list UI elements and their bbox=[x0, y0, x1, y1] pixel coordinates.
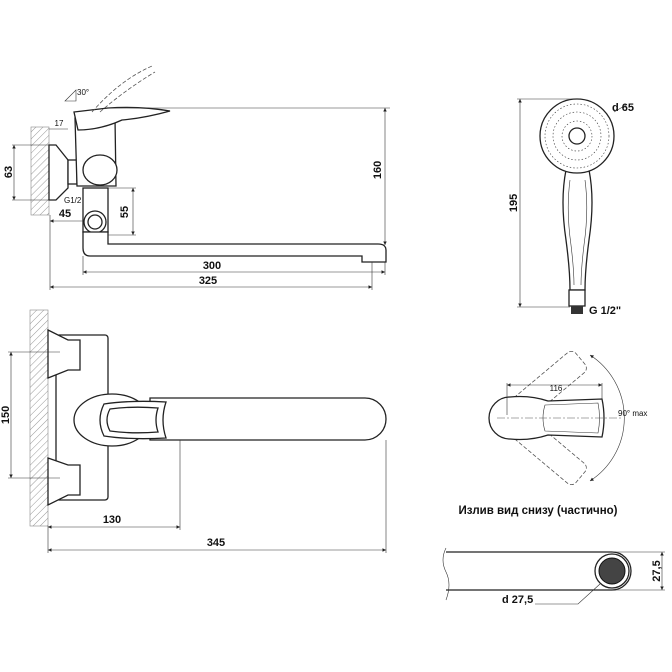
dim-length-195: 195 bbox=[508, 194, 520, 212]
wall-hatch bbox=[29, 309, 49, 527]
dim-height-27-5: 27,5 bbox=[651, 560, 663, 581]
shower-handle-inner bbox=[567, 179, 588, 286]
connector-nut bbox=[67, 159, 78, 185]
shower-handle bbox=[562, 169, 593, 291]
side-knob bbox=[82, 154, 118, 186]
lever-top-view: 116 90° max bbox=[488, 350, 647, 486]
dim-total-345: 345 bbox=[207, 537, 225, 549]
dim-flange-17: 17 bbox=[55, 119, 64, 128]
pipe-joint-inner bbox=[87, 214, 103, 230]
dim-lever-116: 116 bbox=[550, 384, 563, 393]
upper-flange bbox=[47, 328, 81, 379]
aerator-mesh bbox=[598, 557, 626, 585]
spout bbox=[82, 231, 387, 263]
dim-flange-63: 63 bbox=[3, 166, 15, 178]
shower-connector bbox=[568, 289, 586, 307]
shower-head: 195 d 65 G 1/2" bbox=[508, 98, 634, 317]
dim-height-160: 160 bbox=[372, 161, 384, 179]
wall-hatch bbox=[30, 126, 50, 216]
dim-total-325: 325 bbox=[199, 275, 217, 287]
front-view: 150 130 345 bbox=[0, 309, 387, 553]
thread-g12: G1/2 bbox=[64, 196, 82, 205]
shower-thread bbox=[571, 306, 583, 314]
spout-tube bbox=[446, 551, 632, 591]
dim-pipe-55: 55 bbox=[119, 206, 131, 218]
spout-bar bbox=[149, 397, 387, 441]
dim-angle-30: 30° bbox=[77, 88, 89, 97]
rotation-90max: 90° max bbox=[618, 409, 647, 418]
dim-spout-300: 300 bbox=[203, 260, 221, 272]
lower-flange bbox=[47, 457, 81, 507]
wall-flange bbox=[48, 144, 69, 201]
dim-offset-45: 45 bbox=[59, 208, 71, 220]
dim-centers-150: 150 bbox=[0, 406, 12, 424]
lever-handle-inner bbox=[106, 406, 159, 434]
dim-lever-130: 130 bbox=[103, 514, 121, 526]
spout-bottom-view: Излив вид снизу (частично) 27,5 d 27,5 bbox=[442, 505, 665, 606]
dim-diameter-d65: d 65 bbox=[612, 102, 634, 114]
lever-raised-outline bbox=[91, 65, 156, 113]
thread-g12-shower: G 1/2" bbox=[589, 305, 621, 317]
dim-diameter-27-5: d 27,5 bbox=[502, 594, 533, 606]
lever bbox=[73, 106, 171, 131]
angle-icon bbox=[64, 89, 77, 102]
side-view: 160 63 17 30° G1/2 45 55 300 325 bbox=[3, 65, 390, 290]
spout-caption: Излив вид снизу (частично) bbox=[458, 505, 617, 517]
